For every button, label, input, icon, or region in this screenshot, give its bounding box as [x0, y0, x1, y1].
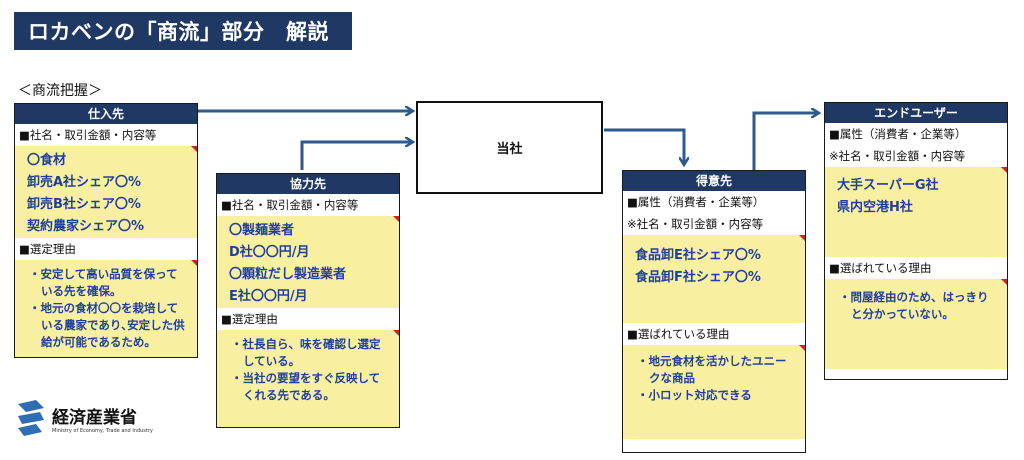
list-item: ・地元の食材〇〇を栽培している農家であり､安定した供給が可能であるため。 — [29, 301, 185, 349]
supplier-items-note: 〇食材 卸売A社シェア〇% 卸売B社シェア〇% 契約農家シェア〇% — [15, 146, 197, 238]
section-label: ＜商流把握＞ — [18, 83, 102, 99]
arrow-customer-to-enduser — [752, 113, 818, 170]
partner-row-label: ■社名・取引金額・内容等 — [221, 198, 359, 212]
logo-name: 経済産業省 — [52, 407, 137, 428]
list-item: D社〇〇円/月 — [229, 245, 310, 260]
list-item: ・当社の要望をすぐ反映してくれる先である。 — [231, 371, 381, 402]
list-item: ・社長自ら、味を確認し選定している。 — [231, 337, 381, 368]
partner-reason-label: ■選定理由 — [221, 312, 278, 326]
list-item: 大手スーパーG社 — [837, 178, 939, 193]
customer-reason-label: ■選ばれている理由 — [627, 327, 730, 341]
partner-items-note: 〇製麺業者 D社〇〇円/月 〇顆粒だし製造業者 E社〇〇円/月 — [217, 216, 399, 308]
list-item: E社〇〇円/月 — [229, 289, 308, 304]
partner-box: 協力先 ■社名・取引金額・内容等 〇製麺業者 D社〇〇円/月 〇顆粒だし製造業者… — [216, 173, 400, 428]
customer-box: 得意先 ■属性（消費者・企業等） ※社名・取引金額・内容等 食品卸E社シェア〇%… — [622, 170, 806, 453]
customer-reasons-note: ・地元食材を活かしたユニークな商品 ・小ロット対応できる — [623, 345, 805, 439]
customer-header: 得意先 — [623, 171, 805, 191]
list-item: 食品卸F社シェア〇% — [635, 270, 761, 285]
list-item: 〇食材 — [27, 153, 67, 168]
enduser-reasons-note: ・問屋経由のため、はっきりと分かっていない。 — [825, 279, 1007, 369]
list-item: 県内空港H社 — [837, 200, 913, 215]
supplier-row-label: ■社名・取引金額・内容等 — [19, 128, 157, 142]
supplier-header: 仕入先 — [15, 104, 197, 124]
meti-emblem-icon — [18, 400, 44, 436]
list-item: 卸売A社シェア〇% — [27, 175, 142, 190]
list-item: 〇製麺業者 — [229, 223, 295, 238]
company-box: 当社 — [416, 101, 603, 194]
supplier-reason-label: ■選定理由 — [19, 242, 76, 256]
partner-header: 協力先 — [217, 174, 399, 194]
list-item: ・問屋経由のため、はっきりと分かっていない。 — [839, 290, 989, 321]
enduser-items-note: 大手スーパーG社 県内空港H社 — [825, 167, 1007, 257]
list-item: 卸売B社シェア〇% — [27, 197, 141, 212]
list-item: ・地元食材を活かしたユニークな商品 — [637, 354, 787, 385]
list-item: ・小ロット対応できる — [637, 388, 752, 402]
arrow-partner-to-company — [300, 142, 412, 170]
list-item: 〇顆粒だし製造業者 — [229, 267, 347, 282]
list-item: ・安定して高い品質を保っている先を確保。 — [29, 267, 178, 298]
customer-row-label: ■属性（消費者・企業等） — [627, 195, 765, 209]
meti-logo: 経済産業省 Ministry of Economy, Trade and Ind… — [14, 398, 153, 438]
supplier-box: 仕入先 ■社名・取引金額・内容等 〇食材 卸売A社シェア〇% 卸売B社シェア〇%… — [14, 103, 198, 358]
enduser-reason-label: ■選ばれている理由 — [829, 261, 932, 275]
arrow-company-to-customer — [604, 128, 684, 164]
enduser-row-label: ■属性（消費者・企業等） — [829, 127, 967, 141]
list-item: 契約農家シェア〇% — [27, 219, 145, 234]
enduser-header: エンドユーザー — [825, 103, 1007, 123]
customer-items-note: 食品卸E社シェア〇% 食品卸F社シェア〇% — [623, 235, 805, 323]
customer-row-label-2: ※社名・取引金額・内容等 — [627, 217, 764, 231]
supplier-reasons-note: ・安定して高い品質を保っている先を確保。 ・地元の食材〇〇を栽培している農家であ… — [15, 260, 197, 357]
enduser-box: エンドユーザー ■属性（消費者・企業等） ※社名・取引金額・内容等 大手スーパー… — [824, 102, 1008, 380]
list-item: 食品卸E社シェア〇% — [635, 248, 761, 263]
logo-subtitle: Ministry of Economy, Trade and Industry — [52, 427, 153, 434]
enduser-row-label-2: ※社名・取引金額・内容等 — [829, 149, 966, 163]
partner-reasons-note: ・社長自ら、味を確認し選定している。 ・当社の要望をすぐ反映してくれる先である。 — [217, 330, 399, 427]
page-title: ロカベンの「商流」部分 解説 — [14, 12, 352, 50]
